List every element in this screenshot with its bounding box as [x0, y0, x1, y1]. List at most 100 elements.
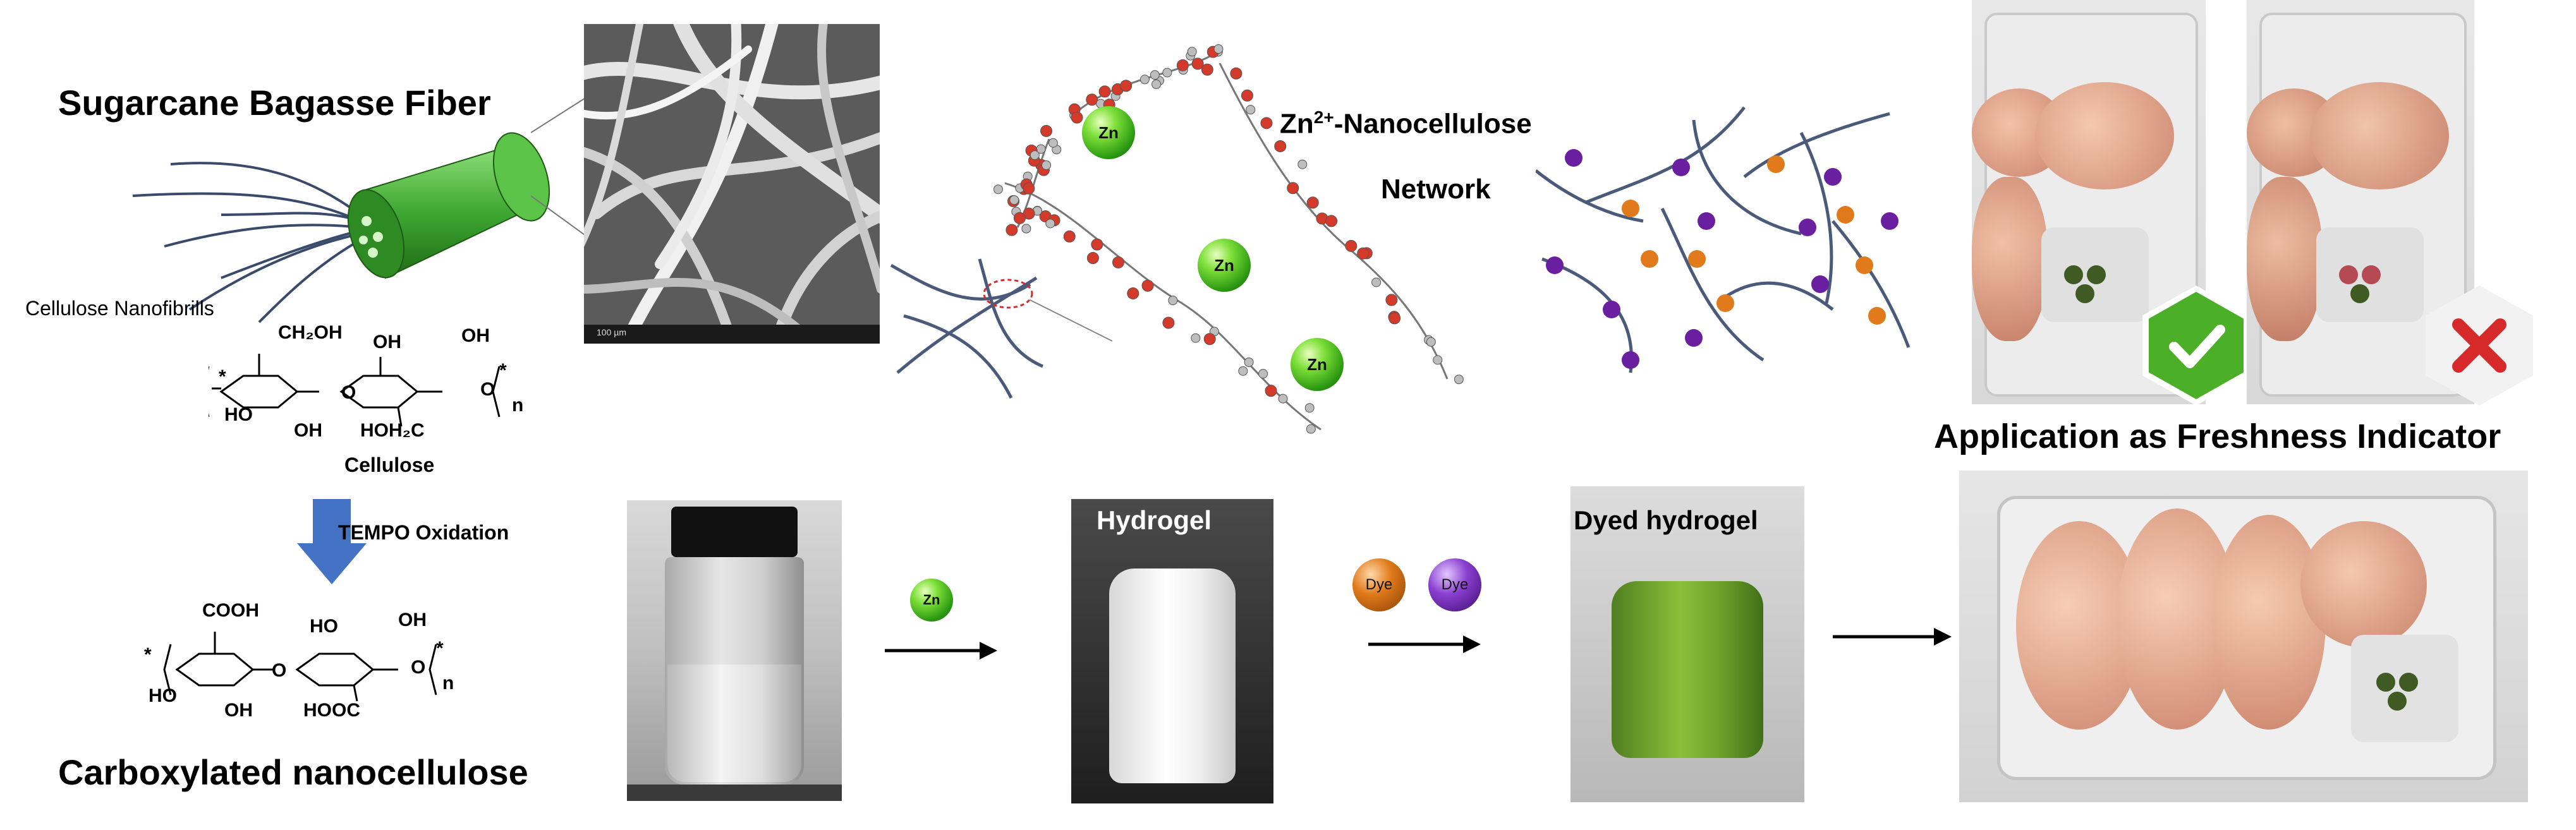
sem-image: 100 µm	[584, 24, 880, 344]
o-label-4: O	[411, 657, 426, 678]
atom	[1306, 196, 1319, 209]
hydrogel-title: Hydrogel	[1097, 505, 1212, 535]
n-label-1: n	[512, 395, 524, 416]
dyed-network	[1536, 106, 1911, 373]
atom	[1045, 219, 1055, 229]
atom	[1112, 256, 1124, 268]
atom	[1278, 394, 1288, 404]
atom	[1162, 316, 1175, 329]
right-arrow-icon-2	[1368, 635, 1481, 653]
atom	[1086, 93, 1098, 106]
atom	[1151, 79, 1162, 89]
atom	[1005, 224, 1018, 236]
star-label-2: *	[499, 360, 507, 381]
atom	[1203, 333, 1216, 346]
atom	[1274, 140, 1287, 152]
sem-scale: 100 µm	[597, 327, 626, 337]
atom	[1246, 105, 1256, 115]
atom	[1139, 75, 1150, 85]
atom	[1040, 124, 1053, 137]
ho-label-3: HO	[149, 685, 177, 706]
atom	[1454, 375, 1464, 385]
cooh-label: COOH	[202, 600, 259, 621]
atom	[1042, 160, 1052, 170]
atom	[1086, 251, 1099, 264]
atom	[1304, 403, 1315, 413]
ho-label-1: HO	[224, 404, 253, 425]
star-label-4: *	[436, 638, 444, 659]
network-title: Network	[1381, 174, 1491, 205]
atom	[1260, 117, 1273, 129]
atom	[1191, 333, 1201, 343]
atom	[1141, 279, 1154, 292]
atom	[1176, 59, 1189, 71]
o-label-1: O	[341, 382, 356, 403]
dyed-hydrogel-title: Dyed hydrogel	[1574, 505, 1758, 535]
nanofibrils-label: Cellulose Nanofibrills	[25, 297, 214, 320]
oh-label-3: OH	[294, 420, 322, 441]
hooc-label: HOOC	[303, 700, 360, 721]
atom	[1191, 57, 1204, 70]
atom	[1023, 182, 1035, 195]
sugarcane-title: Sugarcane Bagasse Fiber	[58, 83, 491, 123]
atom	[1287, 182, 1299, 195]
atom	[1241, 89, 1253, 102]
atom	[1168, 296, 1178, 306]
n-label-2: n	[442, 673, 454, 694]
oh-label-4: OH	[398, 610, 427, 630]
cellulose-structure	[209, 354, 501, 427]
vial-photo	[627, 500, 842, 801]
right-arrow-icon	[885, 642, 997, 659]
atom	[1306, 424, 1316, 434]
carboxylated-structure	[163, 632, 437, 702]
atom	[1162, 68, 1172, 78]
oh-label-2: OH	[461, 325, 490, 346]
atom	[1345, 239, 1358, 252]
right-arrow-icon-3	[1833, 628, 1952, 646]
ho-label-2: HO	[310, 616, 338, 637]
atom	[1201, 63, 1213, 76]
o-label-2: O	[480, 379, 495, 400]
atom	[1213, 44, 1224, 54]
dye-orange-ball: Dye	[1352, 558, 1406, 611]
cellulose-label: Cellulose	[344, 454, 435, 476]
o-label-3: O	[272, 660, 287, 681]
atom	[1013, 212, 1026, 224]
atom	[1127, 287, 1139, 299]
oh-label-5: OH	[224, 700, 253, 721]
atom	[1325, 215, 1338, 227]
hoh2c-label: HOH₂C	[360, 420, 425, 441]
zn-ion-arrow: Zn	[910, 579, 953, 622]
atom	[1021, 224, 1031, 234]
atom	[1385, 294, 1398, 306]
atom	[1230, 67, 1242, 80]
atom	[1426, 337, 1436, 347]
star-label-1: *	[219, 366, 226, 387]
atom	[1187, 47, 1197, 57]
zn-ion-3: Zn	[1291, 338, 1344, 391]
atom	[1265, 385, 1277, 397]
atom	[1030, 150, 1040, 160]
dye-purple-ball: Dye	[1428, 558, 1481, 611]
crosslink-sketch	[890, 258, 1112, 399]
atom	[1048, 138, 1058, 148]
atom	[993, 184, 1003, 195]
star-label-3: *	[144, 644, 152, 665]
meat-tray-photo	[1959, 471, 2528, 802]
atom	[1371, 277, 1382, 287]
hydrogel-photo	[1071, 499, 1273, 803]
atom	[1388, 312, 1401, 325]
atom	[1091, 238, 1103, 251]
atom	[1120, 80, 1133, 92]
zn-network-title: Zn2+-Nanocellulose	[1280, 107, 1532, 140]
atom	[1244, 357, 1254, 367]
ch2oh-label: CH₂OH	[278, 322, 343, 343]
atom	[1009, 195, 1019, 205]
tempo-label: TEMPO Oxidation	[338, 521, 509, 544]
molecular-network	[993, 44, 1464, 434]
dyed-hydrogel-photo	[1571, 486, 1804, 802]
atom	[1258, 369, 1268, 379]
carboxylated-title: Carboxylated nanocellulose	[58, 752, 528, 792]
zn-ion-1: Zn	[1082, 106, 1135, 159]
oh-label-1: OH	[373, 332, 401, 352]
